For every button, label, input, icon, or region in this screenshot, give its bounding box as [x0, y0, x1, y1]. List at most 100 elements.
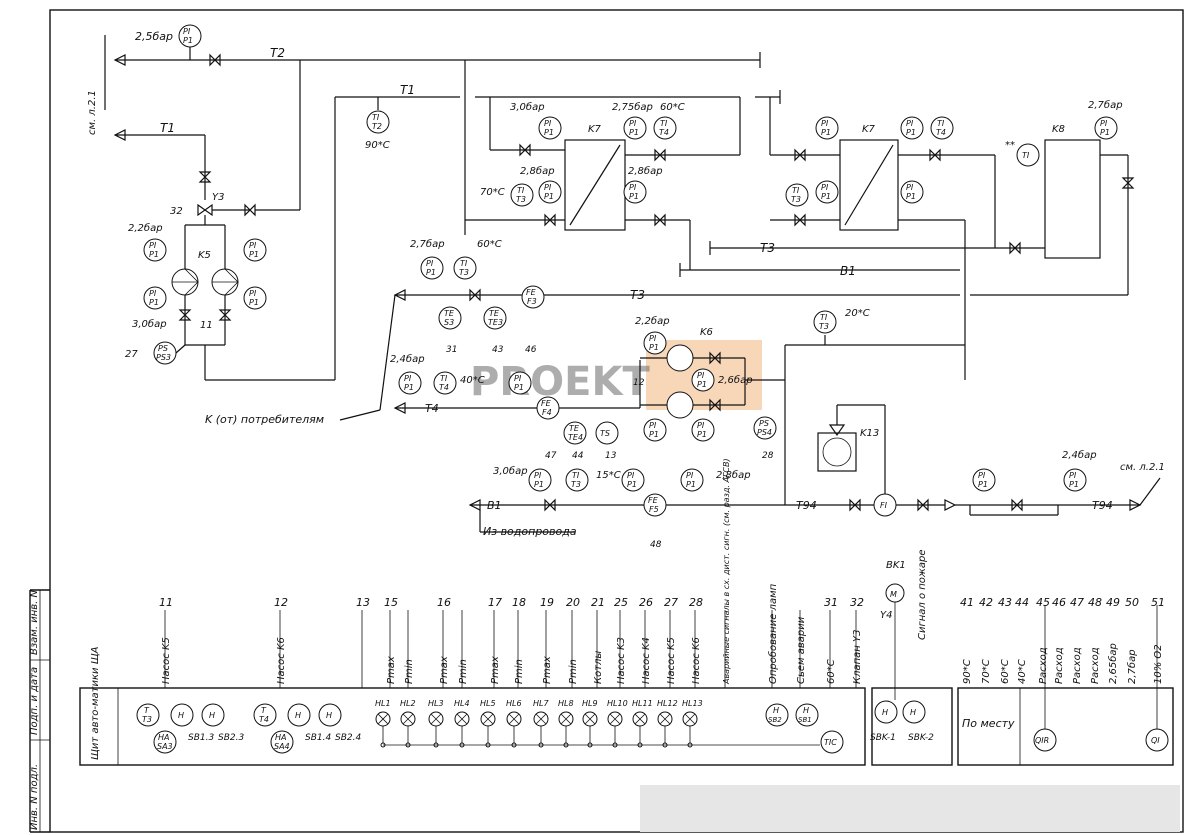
svg-text:BK1: BK1: [886, 560, 906, 571]
svg-text:TE: TE: [489, 309, 500, 318]
svg-text:QI: QI: [1151, 736, 1160, 745]
svg-text:SBK-2: SBK-2: [908, 733, 934, 743]
svg-text:FE: FE: [526, 288, 537, 297]
svg-text:60*C: 60*C: [660, 102, 685, 113]
svg-text:T4: T4: [439, 383, 449, 392]
column-label: Насос K6: [276, 637, 287, 684]
svg-text:P1: P1: [627, 480, 637, 489]
svg-text:TE4: TE4: [568, 433, 583, 442]
column-number: 51: [1151, 596, 1165, 609]
svg-text:P1: P1: [821, 192, 831, 201]
svg-text:T3: T3: [459, 268, 469, 277]
svg-text:T3: T3: [142, 715, 152, 724]
column-number: 46: [1052, 596, 1066, 609]
column-number: 15: [384, 596, 398, 609]
svg-text:P1: P1: [544, 128, 554, 137]
lamp-label: HL3: [428, 699, 444, 708]
svg-text:2,7бар: 2,7бар: [1088, 99, 1123, 111]
svg-text:S3: S3: [444, 318, 454, 327]
svg-text:PS: PS: [158, 344, 168, 353]
svg-text:11: 11: [200, 320, 213, 331]
column-label: Опробование ламп: [767, 583, 779, 684]
svg-text:P1: P1: [686, 480, 696, 489]
column-number: 26: [639, 596, 653, 609]
svg-text:43: 43: [492, 345, 504, 355]
svg-text:2,7бар: 2,7бар: [410, 238, 445, 250]
svg-text:P1: P1: [514, 383, 524, 392]
svg-text:F3: F3: [527, 297, 537, 306]
svg-text:PS: PS: [759, 419, 769, 428]
svg-text:см. л.2.1: см. л.2.1: [87, 90, 98, 135]
svg-text:PI: PI: [183, 27, 191, 36]
lamp-label: HL10: [607, 699, 628, 708]
svg-text:P1: P1: [534, 480, 544, 489]
lamp-label: HL9: [582, 699, 598, 708]
indicator-lamp: HL8: [558, 699, 574, 748]
svg-text:P1: P1: [629, 192, 639, 201]
column-label: 70*C: [981, 659, 992, 684]
svg-text:PI: PI: [514, 374, 522, 383]
svg-text:PI: PI: [544, 183, 552, 192]
svg-text:44: 44: [572, 451, 584, 461]
column-label: 10% O2: [1153, 644, 1164, 684]
svg-text:Y3: Y3: [212, 192, 224, 203]
column-label: Pmax: [490, 656, 501, 684]
svg-text:PI: PI: [534, 471, 542, 480]
column-label: Расход: [1090, 647, 1101, 684]
svg-text:SB2: SB2: [768, 716, 782, 724]
pipe-t3-mid: T3: [630, 288, 645, 302]
lamp-label: HL1: [375, 699, 391, 708]
svg-text:T3: T3: [516, 195, 526, 204]
svg-text:2,8бар: 2,8бар: [716, 469, 751, 481]
column-label: Расход: [1072, 647, 1083, 684]
pipe-t1-left: T1: [160, 121, 175, 135]
svg-text:P1: P1: [544, 192, 554, 201]
panel-column: Сьем аварии: [796, 610, 807, 688]
svg-text:**: **: [1005, 140, 1015, 151]
svg-text:P1: P1: [426, 268, 436, 277]
column-label: Аварийные сигналы в сх. дист. сигн. (см.…: [722, 458, 731, 685]
svg-text:48: 48: [650, 540, 662, 550]
svg-text:P1: P1: [649, 343, 659, 352]
svg-text:P1: P1: [1100, 128, 1110, 137]
indicator-lamp: HL10: [607, 699, 628, 748]
svg-text:2,8бар: 2,8бар: [628, 165, 663, 177]
svg-text:TI: TI: [372, 113, 380, 122]
indicator-lamp: HL1: [375, 699, 391, 748]
stamp-sign: Подп. и дата: [29, 667, 40, 735]
svg-text:T3: T3: [571, 480, 581, 489]
svg-text:SBK-1: SBK-1: [870, 733, 896, 743]
svg-text:PI: PI: [697, 371, 705, 380]
svg-text:90*C: 90*C: [365, 140, 390, 151]
svg-text:47: 47: [545, 451, 557, 461]
svg-text:2,6бар: 2,6бар: [718, 374, 753, 386]
svg-text:B1: B1: [487, 499, 502, 512]
lamp-label: HL7: [533, 699, 549, 708]
svg-text:P1: P1: [1069, 480, 1079, 489]
svg-text:P1: P1: [978, 480, 988, 489]
svg-text:P1: P1: [183, 36, 193, 45]
indicator-lamp: HL3: [428, 699, 444, 748]
svg-text:H: H: [178, 711, 184, 720]
svg-text:PI: PI: [149, 241, 157, 250]
svg-text:SA3: SA3: [157, 742, 173, 751]
column-number: 32: [850, 596, 864, 609]
svg-text:27: 27: [125, 349, 138, 360]
svg-text:K7: K7: [862, 124, 876, 135]
svg-text:K13: K13: [860, 428, 879, 439]
consumers-label: K (от) потребителям: [205, 413, 324, 426]
panel-column: Pmin: [458, 610, 469, 688]
svg-text:H: H: [803, 706, 809, 715]
column-label: 60*C: [826, 659, 837, 684]
svg-text:FE: FE: [541, 399, 552, 408]
indicator-lamp: HL11: [632, 699, 653, 748]
column-label: Насос K6: [691, 637, 702, 684]
